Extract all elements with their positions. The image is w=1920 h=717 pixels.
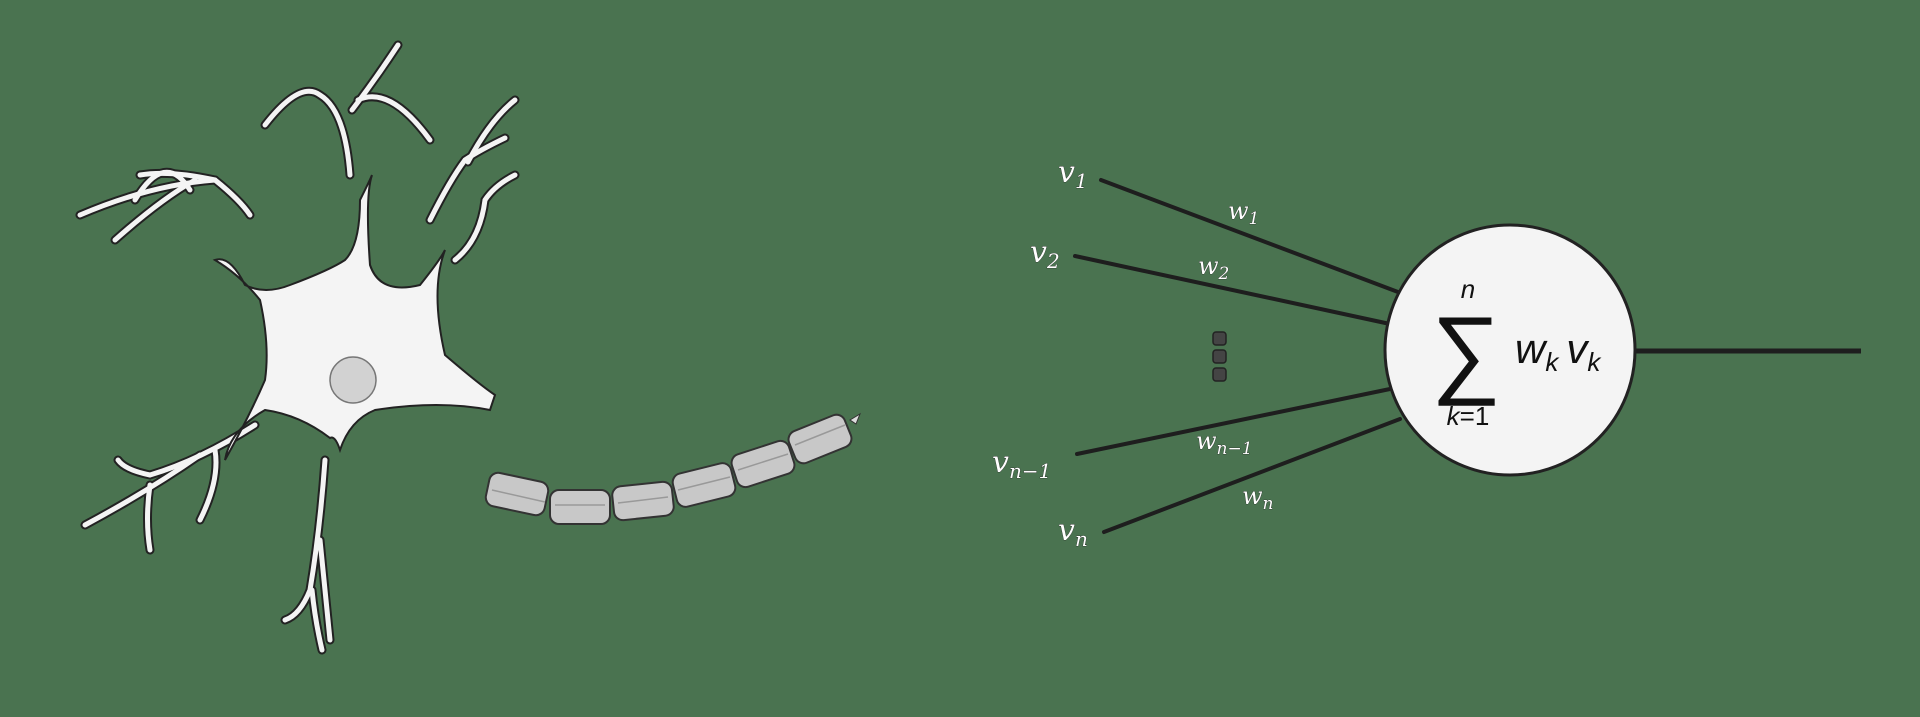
myelin-segment bbox=[787, 413, 853, 465]
ellipsis-dots-icon bbox=[1212, 331, 1227, 382]
input-label-n: vn bbox=[1058, 513, 1088, 551]
myelin-segment bbox=[611, 480, 675, 522]
summation-node bbox=[1383, 223, 1637, 477]
input-edge-2 bbox=[1073, 254, 1392, 326]
axon-terminal bbox=[849, 412, 862, 425]
weight-label-n-minus-1: wn−1 bbox=[1196, 427, 1253, 459]
myelin-segment bbox=[549, 489, 611, 525]
input-label-1: v1 bbox=[1058, 155, 1088, 193]
input-edge-n bbox=[1102, 417, 1402, 534]
myelin-segment bbox=[484, 471, 550, 517]
artificial-neuron: v1 v2 vn−1 vn w1 w2 wn−1 wn bbox=[992, 155, 1861, 551]
weight-label-2: w2 bbox=[1198, 252, 1229, 284]
nucleus bbox=[329, 356, 377, 404]
weight-label-n: wn bbox=[1242, 482, 1274, 514]
biological-neuron bbox=[75, 40, 862, 655]
sum-lower-limit: k=1 bbox=[1447, 401, 1490, 431]
input-label-2: v2 bbox=[1030, 235, 1060, 273]
cell-body bbox=[212, 174, 497, 461]
myelin-segment bbox=[730, 439, 796, 489]
input-edge-n-minus-1 bbox=[1075, 387, 1392, 456]
axon bbox=[484, 412, 862, 525]
weight-label-1: w1 bbox=[1228, 197, 1259, 229]
input-edge-1 bbox=[1099, 178, 1400, 294]
myelin-segment bbox=[671, 462, 737, 508]
sigma-symbol: ∑ bbox=[1431, 296, 1501, 406]
input-label-n-minus-1: vn−1 bbox=[992, 445, 1051, 483]
sum-upper-limit: n bbox=[1461, 274, 1475, 304]
